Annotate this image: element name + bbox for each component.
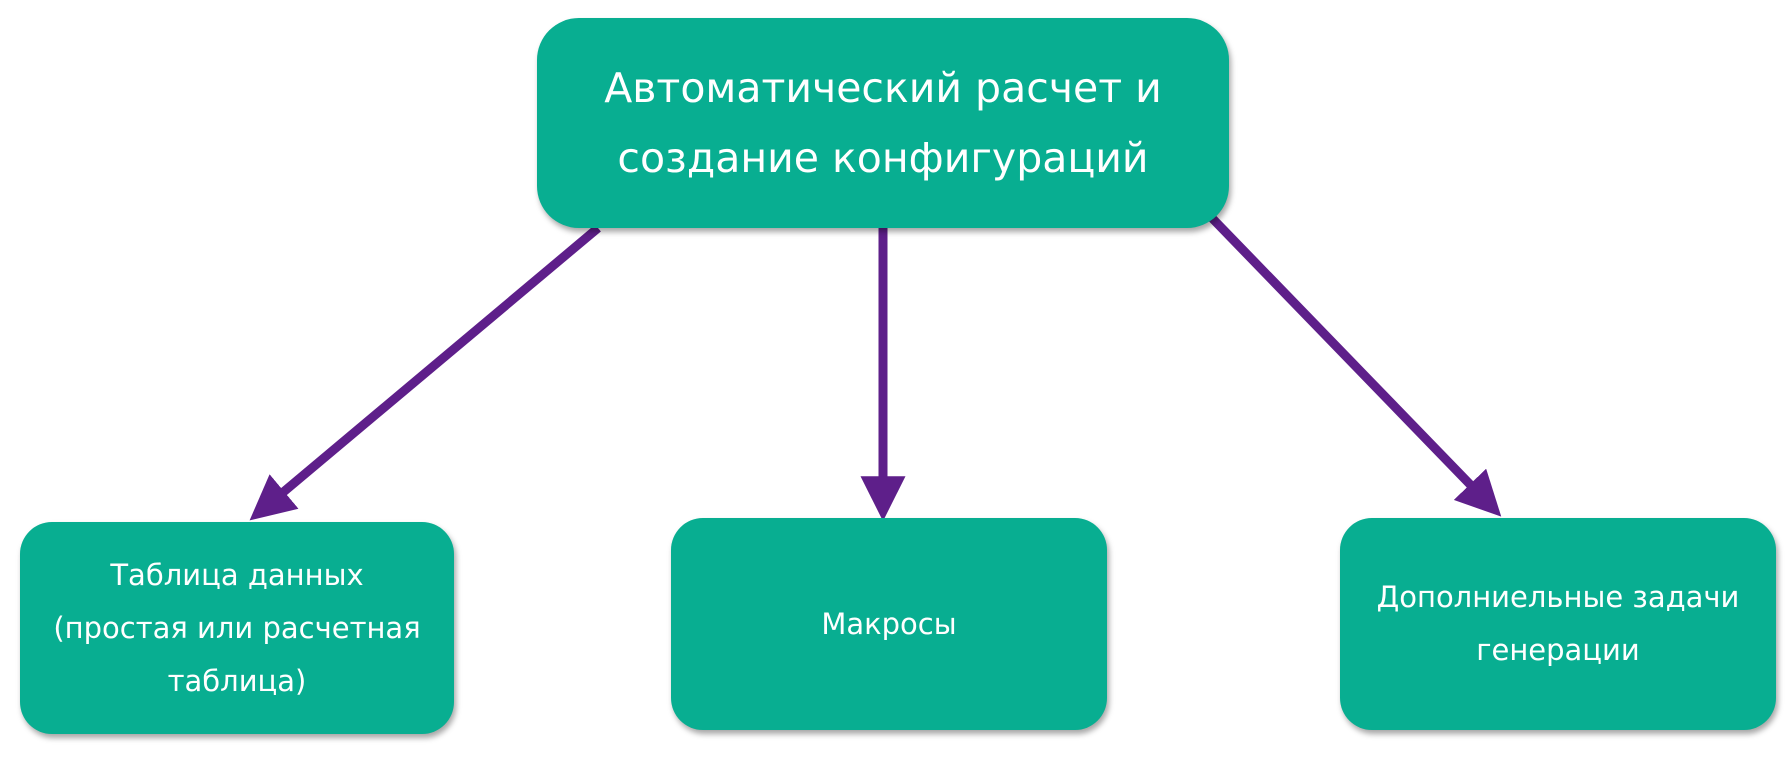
root-node-label: Автоматический расчет и создание конфигу… xyxy=(604,64,1162,182)
child-node-data-table-label: Таблица данных (простая или расчетная та… xyxy=(53,557,421,698)
child-node-data-table: Таблица данных (простая или расчетная та… xyxy=(20,522,454,734)
root-node-auto-config: Автоматический расчет и создание конфигу… xyxy=(537,18,1229,228)
child-node-generation-tasks-label: Дополниельные задачи генерации xyxy=(1376,580,1740,667)
child-node-generation-tasks: Дополниельные задачи генерации xyxy=(1340,518,1776,730)
arrow-to-data-table xyxy=(249,224,601,521)
child-node-macros: Макросы xyxy=(671,518,1107,730)
arrow-to-generation-tasks xyxy=(1208,214,1502,517)
child-node-macros-label: Макросы xyxy=(821,606,957,641)
